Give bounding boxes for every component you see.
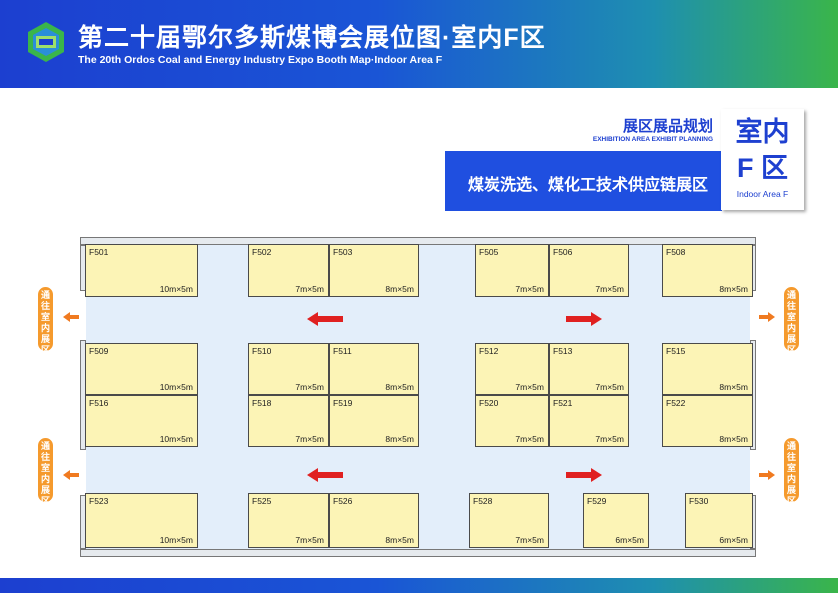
planning-subtitle: EXHIBITION AREA EXHIBIT PLANNING — [592, 136, 713, 143]
booth-id: F518 — [252, 398, 272, 408]
booth-f523[interactable]: F523 10m×5m — [85, 493, 198, 548]
booth-size: 10m×5m — [159, 382, 193, 392]
zone-banner: 煤炭洗选、煤化工技术供应链展区 — [445, 151, 722, 211]
booth-size: 10m×5m — [159, 434, 193, 444]
booth-f513[interactable]: F513 7m×5m — [549, 343, 629, 395]
booth-id: F528 — [473, 496, 493, 506]
planning-title: 展区展品规划 — [622, 118, 713, 135]
booth-id: F529 — [587, 496, 607, 506]
booth-id: F516 — [89, 398, 109, 408]
booth-f508[interactable]: F508 8m×5m — [662, 244, 753, 297]
booth-id: F521 — [553, 398, 573, 408]
booth-f512[interactable]: F512 7m×5m — [475, 343, 549, 395]
booth-id: F523 — [89, 496, 109, 506]
booth-size: 8m×5m — [719, 382, 748, 392]
booth-size: 7m×5m — [295, 284, 324, 294]
booth-f502[interactable]: F502 7m×5m — [248, 244, 329, 297]
page-title: 第二十届鄂尔多斯煤博会展位图·室内F区 — [78, 24, 546, 52]
booth-id: F519 — [333, 398, 353, 408]
exit-label-right-bottom[interactable]: 通往室内展区 — [784, 438, 799, 506]
booth-id: F506 — [553, 247, 573, 257]
booth-id: F515 — [666, 346, 686, 356]
booth-size: 7m×5m — [295, 382, 324, 392]
flow-arrow-right-icon — [566, 312, 602, 326]
booth-id: F503 — [333, 247, 353, 257]
booth-size: 7m×5m — [515, 382, 544, 392]
booth-f501[interactable]: F501 10m×5m — [85, 244, 198, 297]
exit-arrow-right-icon — [759, 470, 775, 480]
area-card: 室内 F 区 Indoor Area F — [721, 109, 804, 210]
booth-size: 10m×5m — [159, 535, 193, 545]
booth-f529[interactable]: F529 6m×5m — [583, 493, 649, 548]
booth-f528[interactable]: F528 7m×5m — [469, 493, 549, 548]
booth-size: 7m×5m — [295, 434, 324, 444]
booth-f518[interactable]: F518 7m×5m — [248, 395, 329, 447]
exit-arrow-left-icon — [63, 312, 79, 322]
exit-arrow-right-icon — [759, 312, 775, 322]
booth-f515[interactable]: F515 8m×5m — [662, 343, 753, 395]
booth-size: 7m×5m — [595, 434, 624, 444]
booth-id: F510 — [252, 346, 272, 356]
booth-size: 8m×5m — [385, 382, 414, 392]
booth-f516[interactable]: F516 10m×5m — [85, 395, 198, 447]
booth-f505[interactable]: F505 7m×5m — [475, 244, 549, 297]
booth-size: 7m×5m — [515, 535, 544, 545]
booth-size: 6m×5m — [719, 535, 748, 545]
exit-label-right-top[interactable]: 通往室内展区 — [784, 287, 799, 355]
booth-id: F513 — [553, 346, 573, 356]
booth-id: F526 — [333, 496, 353, 506]
booth-id: F511 — [333, 346, 352, 356]
booth-size: 8m×5m — [385, 434, 414, 444]
booth-size: 6m×5m — [615, 535, 644, 545]
booth-id: F508 — [666, 247, 686, 257]
page-subtitle: The 20th Ordos Coal and Energy Industry … — [78, 54, 443, 66]
exit-label-left-top[interactable]: 通往室内展区 — [38, 287, 53, 355]
booth-id: F512 — [479, 346, 499, 356]
booth-id: F525 — [252, 496, 272, 506]
booth-id: F530 — [689, 496, 709, 506]
expo-logo-icon — [28, 22, 64, 62]
area-card-en: Indoor Area F — [736, 189, 789, 199]
booth-f526[interactable]: F526 8m×5m — [329, 493, 419, 548]
exit-label-left-bottom[interactable]: 通往室内展区 — [38, 438, 53, 506]
flow-arrow-right-icon — [566, 468, 602, 482]
booth-f511[interactable]: F511 8m×5m — [329, 343, 419, 395]
booth-f509[interactable]: F509 10m×5m — [85, 343, 198, 395]
flow-arrow-left-icon — [307, 468, 343, 482]
booth-f510[interactable]: F510 7m×5m — [248, 343, 329, 395]
booth-f525[interactable]: F525 7m×5m — [248, 493, 329, 548]
booth-size: 7m×5m — [515, 434, 544, 444]
flow-arrow-left-icon — [307, 312, 343, 326]
booth-size: 8m×5m — [385, 535, 414, 545]
booth-size: 8m×5m — [719, 284, 748, 294]
booth-f506[interactable]: F506 7m×5m — [549, 244, 629, 297]
booth-size: 8m×5m — [719, 434, 748, 444]
exit-arrow-left-icon — [63, 470, 79, 480]
booth-id: F522 — [666, 398, 686, 408]
area-card-line2: F 区 — [737, 153, 788, 183]
booth-size: 7m×5m — [295, 535, 324, 545]
booth-size: 7m×5m — [595, 284, 624, 294]
booth-f519[interactable]: F519 8m×5m — [329, 395, 419, 447]
booth-f530[interactable]: F530 6m×5m — [685, 493, 753, 548]
booth-id: F505 — [479, 247, 499, 257]
booth-id: F502 — [252, 247, 272, 257]
booth-size: 7m×5m — [515, 284, 544, 294]
footer-bar — [0, 578, 838, 593]
booth-f521[interactable]: F521 7m×5m — [549, 395, 629, 447]
booth-f522[interactable]: F522 8m×5m — [662, 395, 753, 447]
booth-size: 7m×5m — [595, 382, 624, 392]
zone-name: 煤炭洗选、煤化工技术供应链展区 — [467, 177, 708, 194]
booth-id: F520 — [479, 398, 499, 408]
booth-f503[interactable]: F503 8m×5m — [329, 244, 419, 297]
hall-wall-bottom — [80, 549, 756, 557]
booth-size: 8m×5m — [385, 284, 414, 294]
booth-f520[interactable]: F520 7m×5m — [475, 395, 549, 447]
area-card-line1: 室内 — [735, 117, 790, 147]
booth-id: F509 — [89, 346, 109, 356]
booth-size: 10m×5m — [159, 284, 193, 294]
booth-id: F501 — [89, 247, 109, 257]
page-header: 第二十届鄂尔多斯煤博会展位图·室内F区 The 20th Ordos Coal … — [0, 0, 838, 88]
